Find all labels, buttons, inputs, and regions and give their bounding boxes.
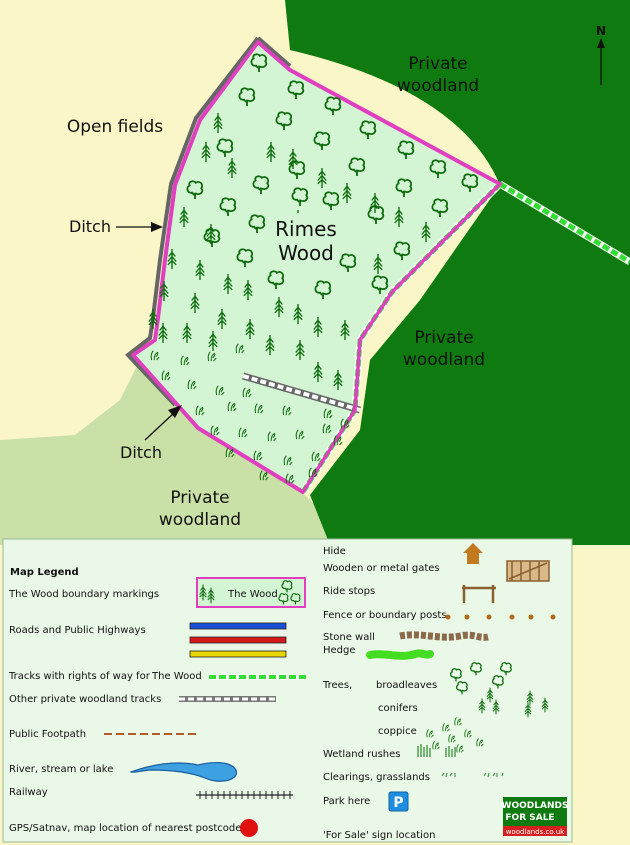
legend-road-line <box>189 636 287 644</box>
legend-roads-label: Roads and Public Highways <box>9 625 146 636</box>
legend-hide-label: Hide <box>323 546 346 557</box>
private-woodland-bottom-label: Private <box>170 488 229 508</box>
legend-broadleaves-label: broadleaves <box>376 680 437 691</box>
legend-other-tracks-label: Other private woodland tracks <box>9 694 161 705</box>
legend-railway-label: Railway <box>9 787 48 798</box>
logo-text-for-sale: FOR SALE <box>505 813 554 823</box>
legend-park-label: Park here <box>323 796 370 807</box>
legend-wetland-label: Wetland rushes <box>323 749 401 760</box>
gate-icon <box>506 560 550 582</box>
parking-icon-letter: P <box>393 795 403 811</box>
rimes-wood-label: Rimes <box>275 217 337 241</box>
ditch-lower-arrowhead <box>168 405 182 418</box>
grassland-area <box>0 360 330 545</box>
legend-gates-label: Wooden or metal gates <box>323 563 440 574</box>
open-fields-label: Open fields <box>67 117 163 137</box>
private-track <box>242 372 361 414</box>
stone-wall-icon <box>399 631 489 641</box>
map-legend: Map Legend The Wood boundary markings Th… <box>2 538 573 843</box>
hide-icon <box>463 543 483 564</box>
legend-tracks-rights-sample: The Wood <box>151 671 202 682</box>
legend-road-line <box>189 650 287 658</box>
fence-post-icons <box>445 614 556 620</box>
rimes-label-backing <box>274 213 336 267</box>
ditch-line-north <box>256 36 292 68</box>
ditch-lower-arrow <box>144 411 176 441</box>
ride-stop-icon <box>462 585 496 603</box>
ditch-lower-label: Ditch <box>120 443 162 462</box>
wood-boundary <box>131 40 502 494</box>
private-woodland-area <box>285 0 630 545</box>
hedge-icon <box>366 649 434 660</box>
legend-gps-dot <box>240 819 258 837</box>
legend-footpath-label: Public Footpath <box>9 729 86 740</box>
fence-post-icon <box>550 614 556 620</box>
legend-boundary-label: The Wood boundary markings <box>8 589 159 600</box>
legend-road-lines <box>189 622 287 658</box>
legend-coppice-label: coppice <box>378 726 417 737</box>
logo-text-url: woodlands.co.uk <box>506 828 565 836</box>
fence-post-icon <box>486 614 492 620</box>
legend-stone-wall-label: Stone wall <box>323 632 375 643</box>
rimes-wood-label-2: Wood <box>278 241 334 265</box>
private-woodland-bottom-label-2: woodland <box>159 510 241 530</box>
legend-fence-label: Fence or boundary posts <box>323 610 447 621</box>
legend-for-sale-label: 'For Sale' sign location <box>323 830 435 841</box>
wetland-rush-icon <box>417 744 456 757</box>
legend-river-label: River, stream or lake <box>9 764 113 775</box>
legend-river-icon <box>129 762 238 782</box>
legend-boundary-sample-label: The Wood <box>227 589 278 600</box>
legend-title: Map Legend <box>10 567 79 578</box>
fence-post-icon <box>528 614 534 620</box>
private-woodland-right-label: Private <box>414 328 473 348</box>
legend-road-line <box>189 622 287 630</box>
legend-tracks-rights-label: Tracks with rights of way for <box>8 671 151 682</box>
legend-trees-label: Trees, <box>322 680 352 691</box>
logo-text-woodlands: WOODLANDS <box>502 801 569 811</box>
legend-hedge-label: Hedge <box>323 645 356 656</box>
legend-railway-line <box>196 791 293 799</box>
clearing-grass-icon <box>441 772 504 778</box>
legend-boundary-sample <box>196 577 306 608</box>
private-woodland-right-label-2: woodland <box>403 350 485 370</box>
private-woodland-top-label: Private <box>408 54 467 74</box>
legend-conifers-label: conifers <box>378 703 418 714</box>
fence-post-icon <box>509 614 515 620</box>
private-woodland-top-label-2: woodland <box>397 76 479 96</box>
north-label: N <box>596 24 606 38</box>
fence-post-icon <box>445 614 451 620</box>
legend-clearings-label: Clearings, grasslands <box>323 772 430 783</box>
legend-gps-label: GPS/Satnav, map location of nearest post… <box>9 823 241 834</box>
parking-icon <box>388 791 409 812</box>
woodlands-logo: WOODLANDS FOR SALE woodlands.co.uk <box>502 797 569 836</box>
ditch-upper-arrowhead <box>151 222 163 232</box>
fence-post-icon <box>464 614 470 620</box>
legend-ride-stops-label: Ride stops <box>323 586 375 597</box>
north-arrowhead <box>597 38 605 48</box>
ditch-upper-label: Ditch <box>69 217 111 236</box>
ditch-line-west <box>125 36 260 407</box>
